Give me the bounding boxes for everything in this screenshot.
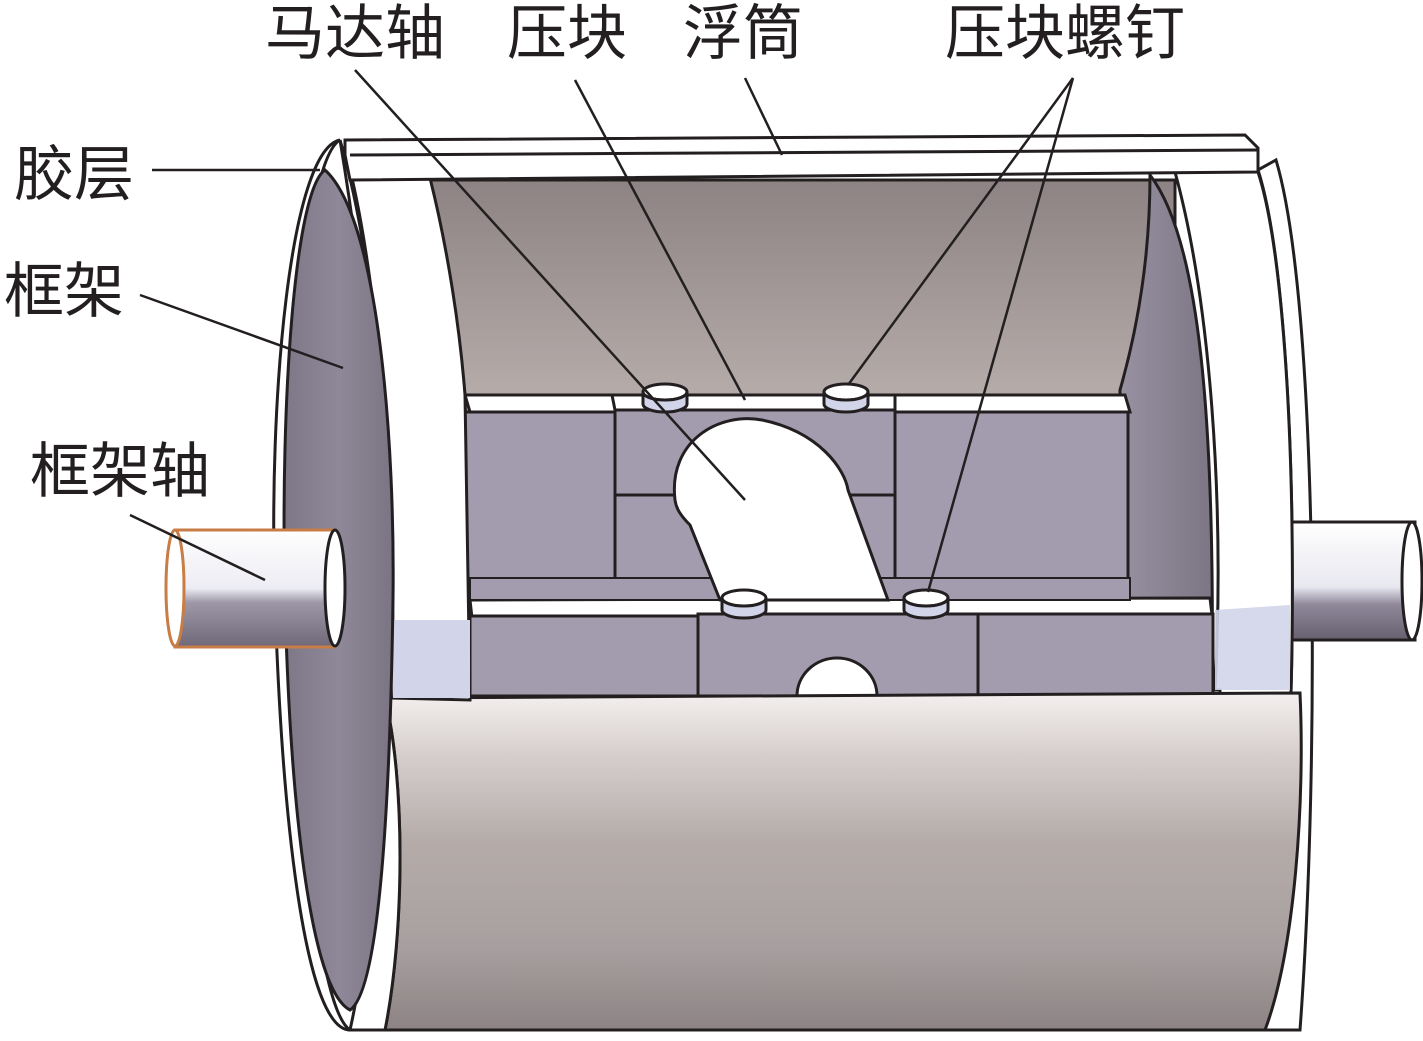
leader-motor-shaft (354, 69, 746, 501)
lower-screw-right-body (902, 597, 950, 620)
lower-shaft-hole (795, 656, 879, 698)
leader-press-block (573, 79, 747, 401)
motor-shaft (672, 417, 891, 602)
outer-shell-lower (383, 691, 1303, 1032)
label-frame-shaft: 框架轴 (30, 437, 210, 507)
left-frame-shaft-end (323, 528, 347, 648)
label-frame: 框架 (4, 257, 124, 327)
label-glue-layer: 胶层 (14, 140, 134, 210)
leader-lines (129, 69, 1075, 593)
upper-screw-right-body (822, 391, 870, 414)
leader-float-cylinder (743, 77, 784, 156)
upper-bar-right (893, 410, 1130, 582)
left-frame-shaft (173, 528, 337, 649)
leader-screw-lower (926, 77, 1075, 593)
label-float-cylinder: 浮筒 (683, 0, 803, 69)
top-shell-strip (343, 133, 1260, 182)
label-press-block-screw: 压块螺钉 (945, 0, 1185, 69)
left-shell-blue-band (390, 620, 470, 698)
upper-bar-left (463, 410, 617, 582)
lower-screw-left-body (720, 597, 768, 620)
left-frame-shaft-inner (164, 528, 186, 648)
leader-frame-shaft (129, 513, 266, 582)
leader-frame (139, 293, 344, 370)
right-shell-blue-band (1215, 605, 1290, 690)
lower-bar-right (976, 612, 1215, 698)
lower-bar-left (468, 614, 700, 698)
right-shaft-end (1400, 520, 1423, 642)
label-press-block: 压块 (507, 0, 627, 69)
right-shaft (1288, 520, 1417, 642)
leader-screw-upper (846, 77, 1075, 386)
top-shell-strip-edge (349, 148, 1259, 157)
label-motor-shaft: 马达轴 (265, 0, 445, 69)
